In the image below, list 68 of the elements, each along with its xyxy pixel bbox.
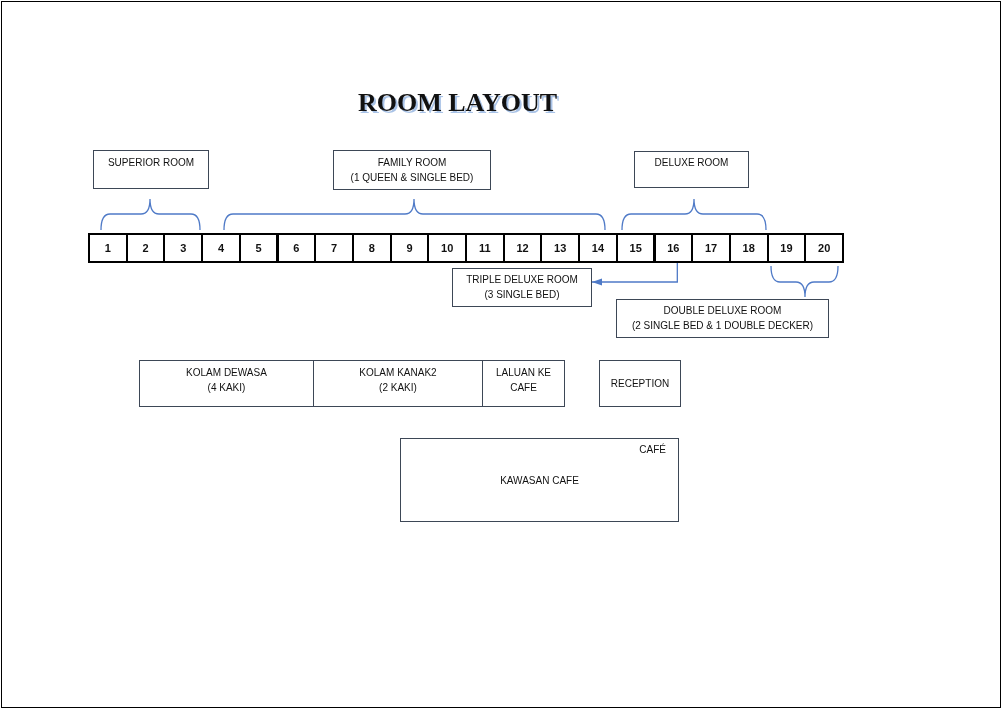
bed-info: (3 SINGLE BED): [484, 288, 560, 302]
bed-info: (2 SINGLE BED & 1 DOUBLE DECKER): [631, 319, 814, 333]
room-number: 10: [441, 240, 454, 256]
arrow: [591, 262, 678, 286]
room-type-box: [634, 151, 749, 188]
room-number: 1: [104, 240, 111, 256]
pool-area: [139, 360, 314, 407]
room-number: 20: [818, 240, 831, 256]
walkway-area: [482, 360, 565, 407]
room-cell: [540, 233, 581, 263]
room-type-box: [93, 150, 209, 189]
room-number: 8: [368, 240, 375, 256]
room-type-label: TRIPLE DELUXE ROOM: [466, 273, 578, 287]
room-cell: [502, 233, 543, 263]
room-number: 6: [293, 240, 300, 256]
room-cell: [238, 233, 279, 263]
room-type-label: SUPERIOR ROOM: [107, 156, 195, 170]
room-number: 5: [255, 240, 262, 256]
room-type-box: [333, 150, 491, 190]
room-number: 13: [554, 240, 567, 256]
area-label: LALUAN KE CAFE: [495, 366, 552, 395]
room-cell: [163, 233, 204, 263]
room-cell: [766, 233, 807, 263]
room-cell: [88, 233, 128, 263]
room-cell: [389, 233, 430, 263]
room-number: 3: [180, 240, 187, 256]
room-cell: [615, 233, 656, 263]
room-type-label: DELUXE ROOM: [654, 156, 729, 170]
area-label: KOLAM KANAK2: [359, 366, 437, 380]
pool-area: [313, 360, 483, 407]
room-number: 7: [330, 240, 338, 256]
room-cell: [465, 233, 505, 263]
area-label: KOLAM DEWASA: [186, 366, 267, 380]
room-type-box: [616, 299, 829, 338]
room-cell: [427, 233, 467, 263]
area-label: KAWASAN CAFE: [500, 473, 579, 488]
room-number: 16: [667, 240, 680, 256]
room-cell: [804, 233, 844, 263]
room-cell: [691, 233, 731, 263]
room-type-box: [452, 268, 592, 307]
room-cell: [351, 233, 392, 263]
room-number: 9: [406, 240, 413, 256]
page-title: ROOM LAYOUT: [358, 88, 558, 118]
room-type-label: DOUBLE DELUXE ROOM: [663, 304, 782, 318]
room-cell: [125, 233, 166, 263]
room-cell: [653, 233, 694, 263]
room-number: 14: [591, 240, 605, 256]
room-type-label: FAMILY ROOM: [377, 156, 447, 170]
depth-note: (2 KAKI): [379, 381, 417, 395]
room-number: 2: [142, 240, 149, 256]
room-number: 18: [742, 240, 755, 256]
room-number: 19: [780, 240, 793, 256]
room-cell: [276, 233, 317, 263]
depth-note: (4 KAKI): [207, 381, 246, 395]
room-number: 17: [704, 240, 718, 256]
reception-area: [599, 360, 681, 407]
room-cell: [201, 233, 241, 263]
room-number: 15: [629, 240, 642, 256]
bed-info: (1 QUEEN & SINGLE BED): [350, 171, 474, 185]
room-number: 4: [217, 240, 224, 256]
room-number: 11: [479, 240, 491, 256]
room-number: 12: [516, 240, 529, 256]
area-heading: CAFÉ: [639, 442, 666, 457]
room-cell: [578, 233, 618, 263]
cafe-area: [400, 438, 679, 522]
area-label: RECEPTION: [610, 377, 670, 391]
room-cell: [728, 233, 769, 263]
room-cell: [314, 233, 354, 263]
